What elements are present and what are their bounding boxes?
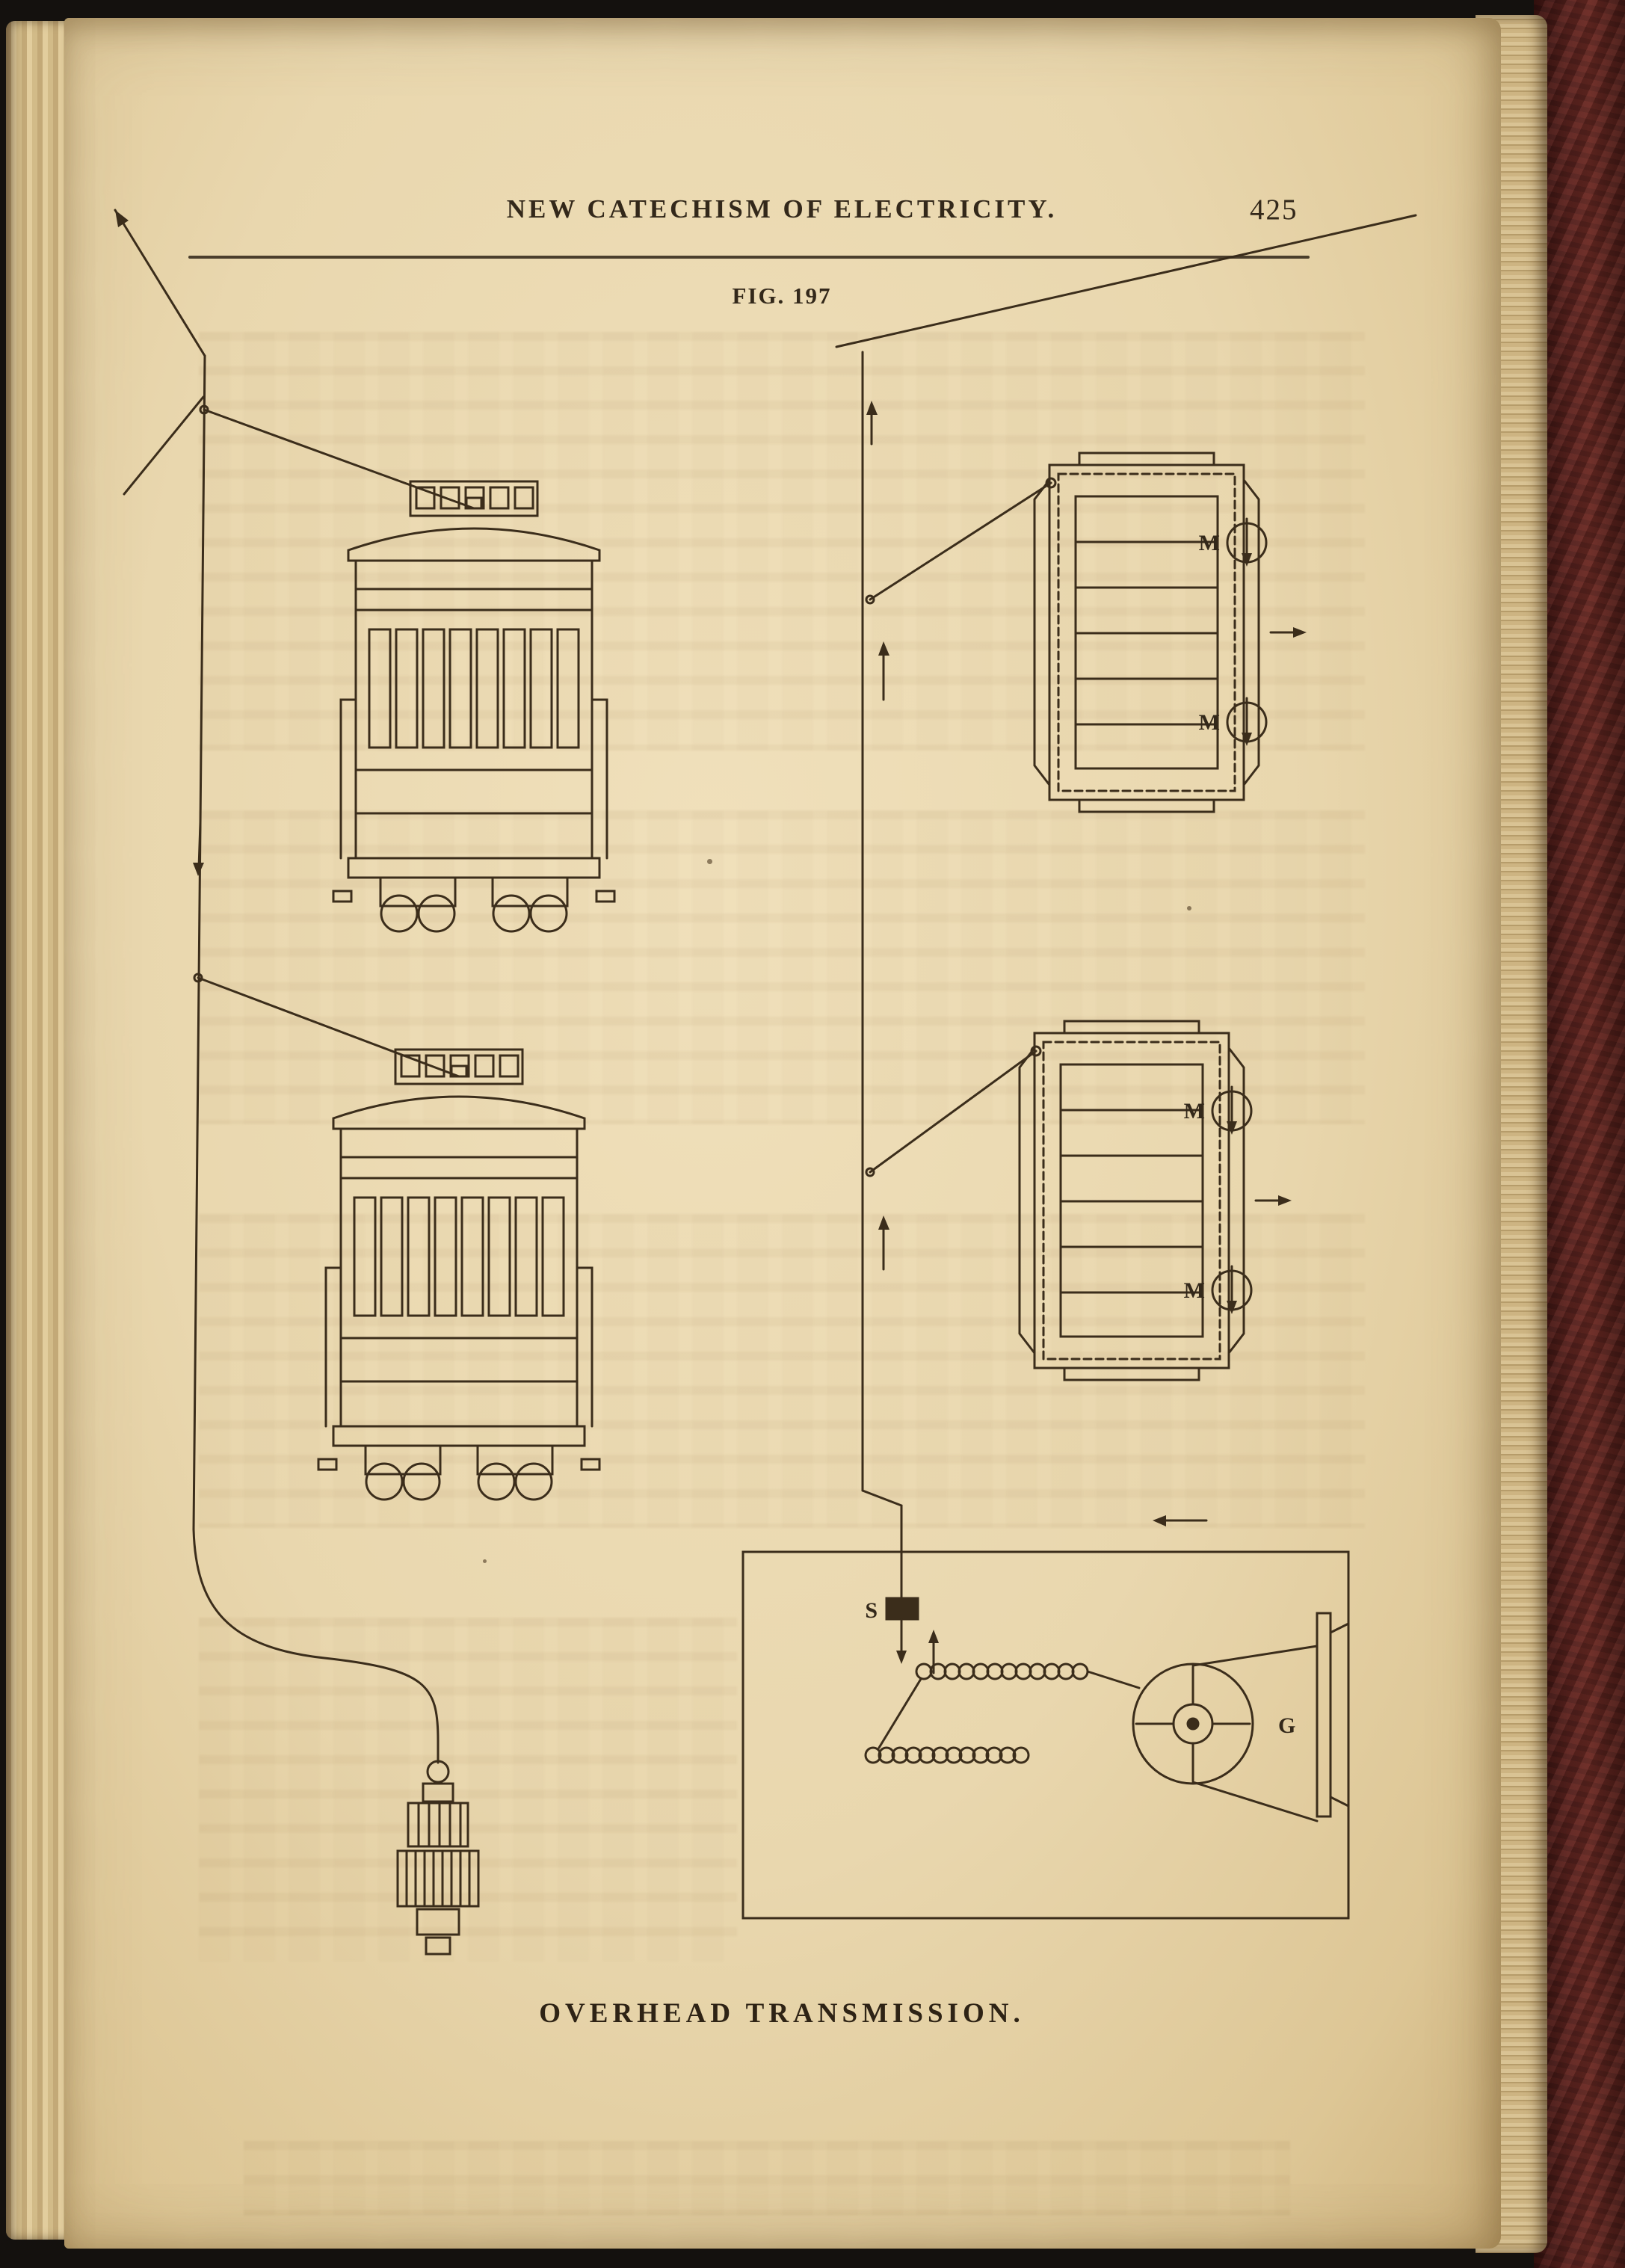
overhead-wire-right	[835, 214, 1417, 1600]
book-page: NEW CATECHISM OF ELECTRICITY. 425 FIG. 1…	[64, 18, 1501, 2249]
page-speck	[1187, 906, 1191, 910]
trolley-car-side-bottom	[193, 973, 601, 1501]
resistance-coil-lower	[864, 1746, 1030, 1764]
page-number: 425	[1250, 194, 1298, 226]
figure-caption: OVERHEAD TRANSMISSION.	[539, 1998, 1025, 2029]
running-header: NEW CATECHISM OF ELECTRICITY.	[506, 194, 1058, 224]
generator-label: G	[1278, 1713, 1295, 1738]
page-bleed-through	[244, 2141, 1290, 2216]
figure-illustration: M M	[114, 209, 1417, 1956]
page-bleed-through	[199, 1618, 737, 1962]
page-bleed-through	[199, 810, 1365, 1124]
generator: G	[1132, 1612, 1350, 1822]
generator-station-diagram: S	[741, 1515, 1350, 1920]
resistance-coil-upper	[915, 1663, 1089, 1680]
book-cover-edge	[1534, 0, 1625, 2268]
motor-car-plan-bottom	[865, 1020, 1293, 1381]
page-bleed-through	[199, 1214, 1365, 1528]
motor-controller-device	[396, 1760, 480, 1956]
page-speck	[483, 1559, 487, 1563]
trolley-car-side-top	[199, 404, 616, 933]
header-rule	[188, 256, 1310, 259]
figure-label: FIG. 197	[732, 283, 832, 309]
overhead-wire-left	[114, 209, 440, 1764]
page-stack-left-edge	[6, 21, 66, 2240]
switch-label: S	[865, 1598, 878, 1623]
motor-car-plan-top	[865, 452, 1308, 813]
page-speck	[707, 859, 712, 864]
